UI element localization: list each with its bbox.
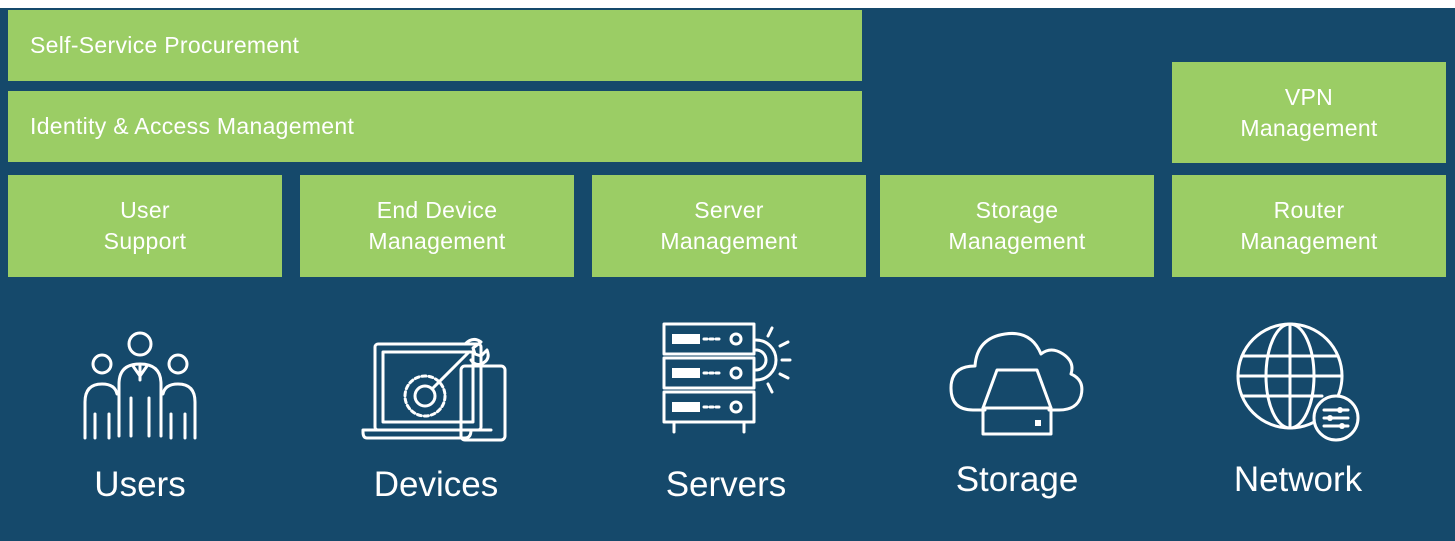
servers-label: Servers xyxy=(665,465,787,504)
user-support-label: User Support xyxy=(103,197,187,254)
users-column: Users xyxy=(10,300,270,520)
server-management-label: Server Management xyxy=(660,197,798,254)
devices-column: Devices xyxy=(306,300,566,520)
identity-access-management-box: Identity & Access Management xyxy=(8,91,862,162)
storage-management-label: Storage Management xyxy=(948,197,1086,254)
user-support-box: User Support xyxy=(8,175,282,277)
storage-label: Storage xyxy=(955,460,1079,499)
users-label: Users xyxy=(94,465,186,504)
storage-column: Storage xyxy=(887,300,1147,520)
self-service-procurement-label: Self-Service Procurement xyxy=(30,32,300,58)
devices-label: Devices xyxy=(373,465,499,504)
vpn-management-label: VPN Management xyxy=(1240,83,1378,141)
globe-network-icon xyxy=(1236,322,1360,442)
cloud-storage-icon xyxy=(949,331,1084,436)
users-group-icon xyxy=(83,331,197,440)
top-margin xyxy=(0,0,1455,8)
end-device-management-box: End Device Management xyxy=(300,175,574,277)
end-device-management-label: End Device Management xyxy=(368,197,506,254)
vpn-management-box: VPN Management xyxy=(1172,62,1446,163)
router-management-box: Router Management xyxy=(1172,175,1446,277)
router-management-label: Router Management xyxy=(1240,197,1378,254)
laptop-wrench-icon xyxy=(361,337,507,442)
server-management-box: Server Management xyxy=(592,175,866,277)
identity-access-management-label: Identity & Access Management xyxy=(30,113,355,139)
network-column: Network xyxy=(1168,300,1428,520)
self-service-procurement-box: Self-Service Procurement xyxy=(8,10,862,81)
servers-column: Servers xyxy=(596,300,856,520)
storage-management-box: Storage Management xyxy=(880,175,1154,277)
network-label: Network xyxy=(1233,460,1363,499)
server-rack-icon xyxy=(662,322,792,434)
